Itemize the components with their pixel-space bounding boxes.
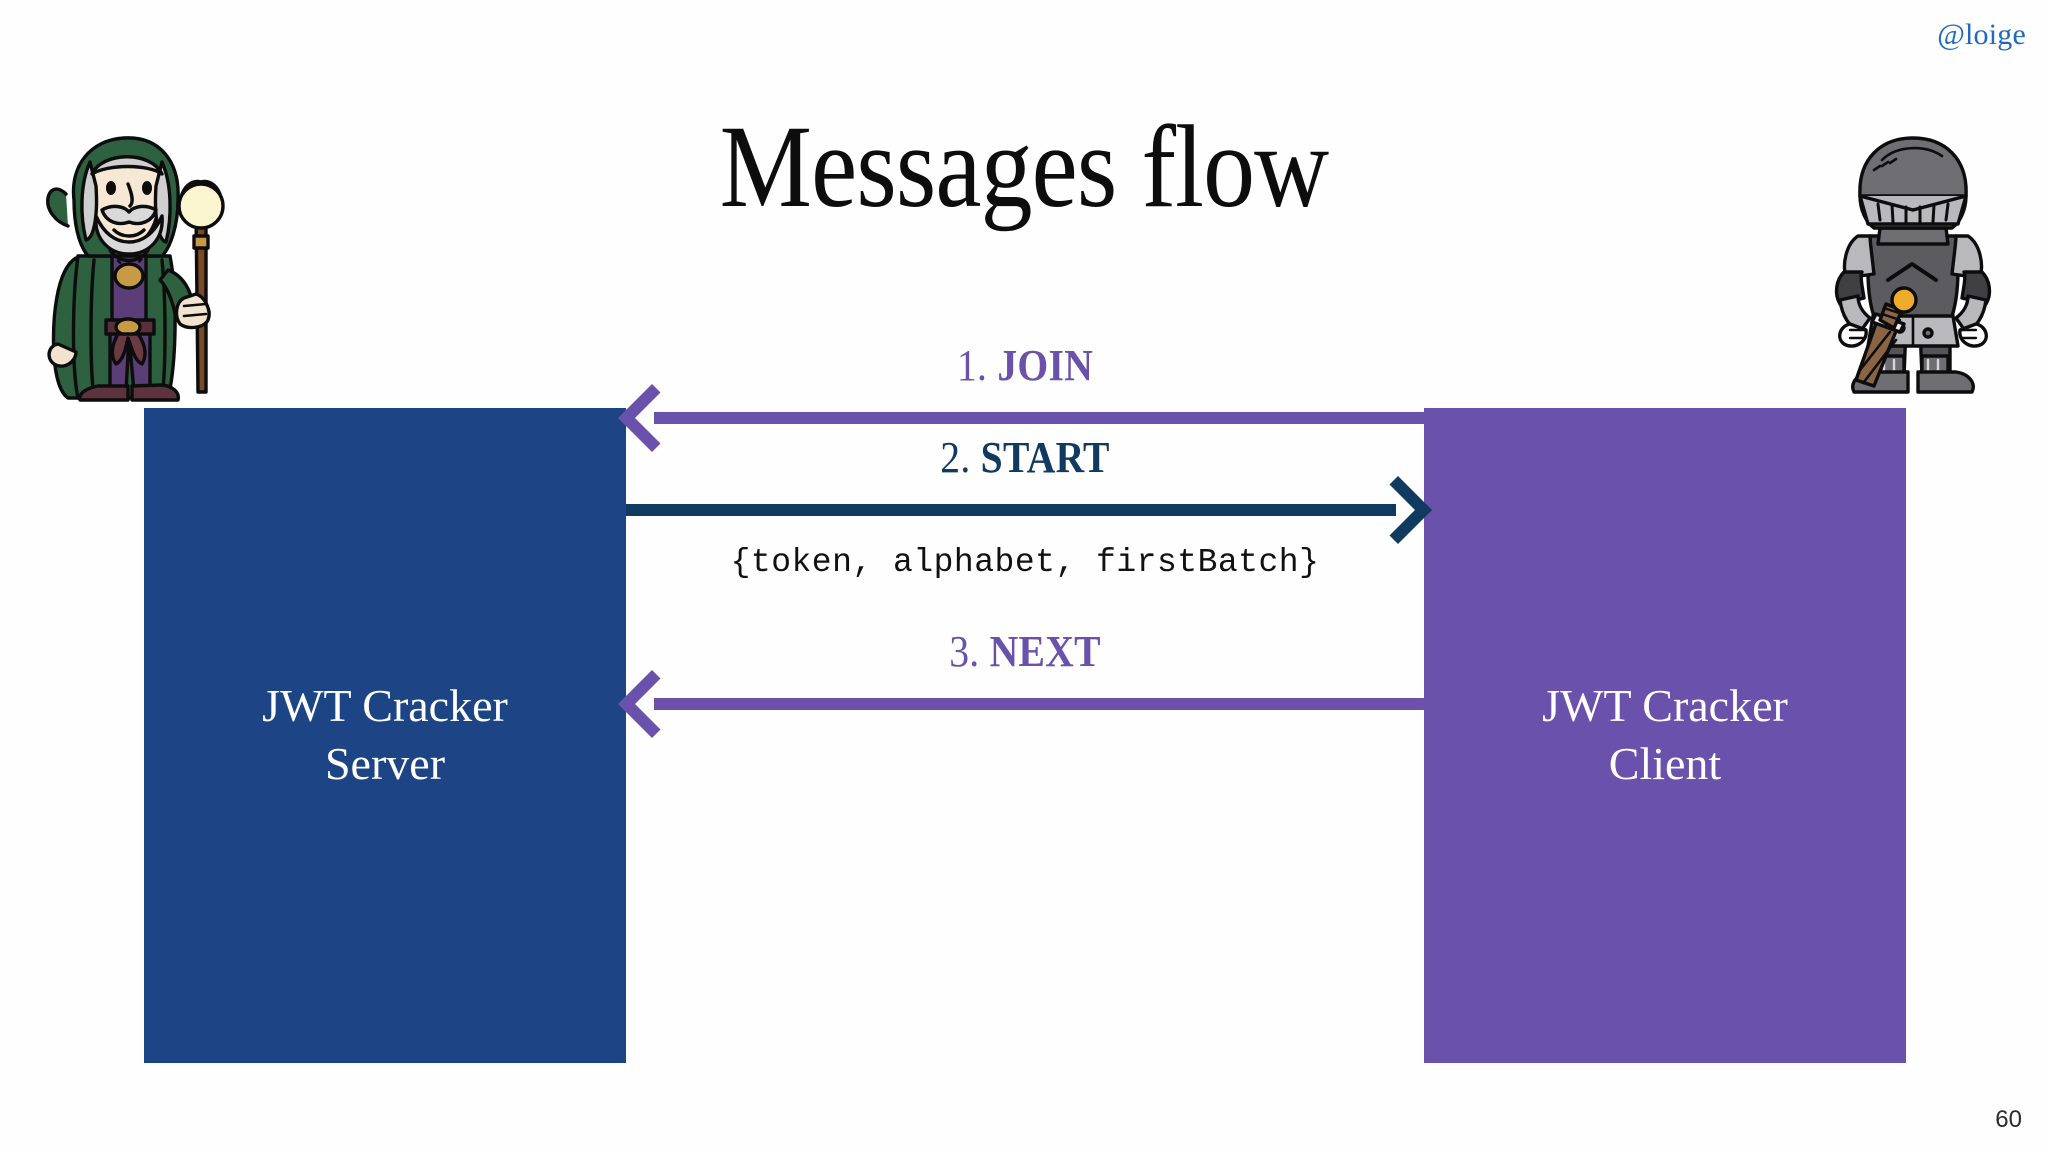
message-number-join: 1. xyxy=(956,341,988,390)
message-payload-start: {token, alphabet, firstBatch} xyxy=(730,544,1320,581)
participant-box-client: JWT Cracker Client xyxy=(1424,408,1906,1063)
knight-character-icon xyxy=(1812,132,2012,400)
message-label-next: 3. NEXT xyxy=(666,630,1384,674)
wizard-character-icon xyxy=(28,130,228,402)
arrow-left-icon xyxy=(618,670,1424,738)
arrow-right-icon xyxy=(626,476,1432,544)
message-number-start: 2. xyxy=(940,433,971,482)
message-label-start: 2. START xyxy=(666,436,1384,480)
page-title: Messages flow xyxy=(719,101,1329,232)
message-label-join: 1. JOIN xyxy=(666,344,1384,388)
participant-label-line2: Client xyxy=(1608,738,1722,790)
message-name-start: START xyxy=(980,433,1110,482)
participant-label-line2: Server xyxy=(324,738,446,790)
arrow-shaft xyxy=(654,698,1424,710)
arrow-head xyxy=(1364,476,1432,544)
arrow-left-icon xyxy=(618,384,1424,452)
page-number: 60 xyxy=(1995,1106,2022,1133)
author-handle[interactable]: @loige xyxy=(1937,18,2026,51)
message-name-next: NEXT xyxy=(989,627,1101,676)
message-next: 3. NEXT xyxy=(618,630,1424,738)
message-name-join: JOIN xyxy=(997,341,1094,390)
message-join: 1. JOIN xyxy=(618,344,1424,452)
participant-label-line1: JWT Cracker xyxy=(1542,679,1788,731)
message-number-next: 3. xyxy=(949,627,980,676)
message-start: 2. START {token, alphabet, firstBatch} xyxy=(626,436,1432,581)
participant-label-line1: JWT Cracker xyxy=(262,679,508,731)
arrow-shaft xyxy=(654,412,1424,424)
participant-box-server: JWT Cracker Server xyxy=(144,408,626,1063)
arrow-head xyxy=(618,670,686,738)
arrow-shaft xyxy=(626,504,1396,516)
